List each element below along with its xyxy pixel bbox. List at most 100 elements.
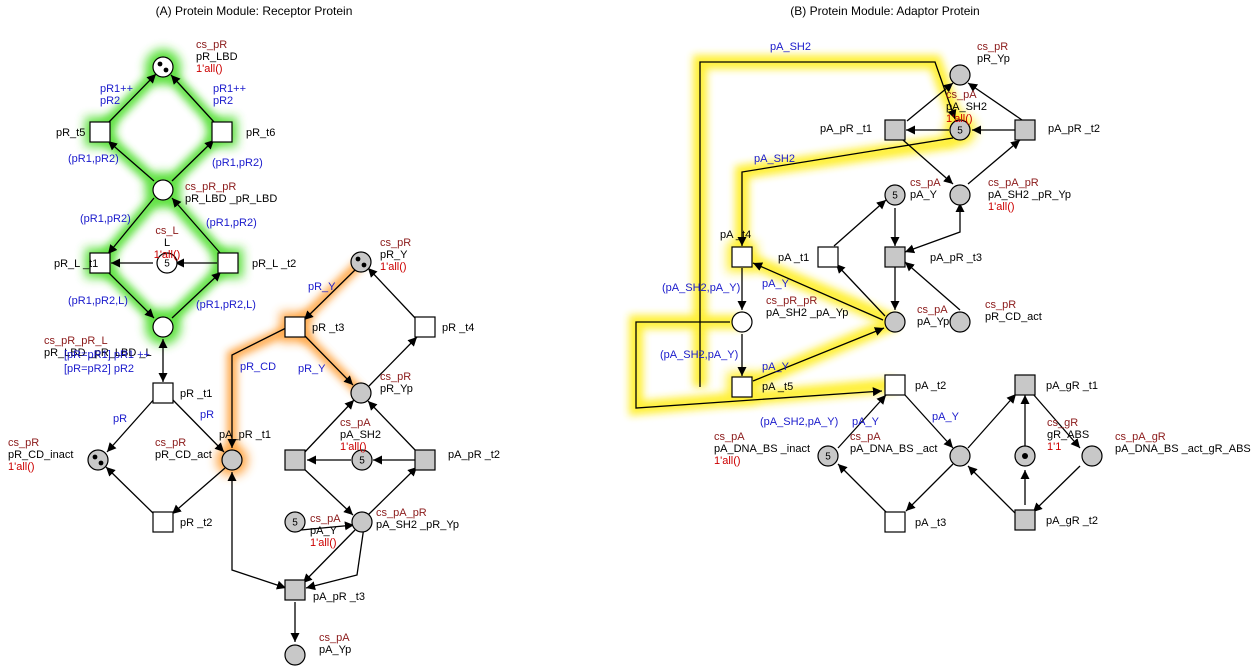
place-pA_SH2_pR_Yp[interactable]: [351, 511, 373, 533]
transition-pR_t6[interactable]: [211, 121, 233, 143]
inscription-pA-Y: pA_Y: [852, 416, 880, 428]
transition-pR_t3[interactable]: [284, 316, 306, 338]
transition-name-label: pR _t4: [442, 322, 474, 334]
place-B_pA_DNA_BS_act[interactable]: [949, 445, 971, 467]
colorset-label: cs_pR: [985, 299, 1016, 311]
transition-B_pA_t5[interactable]: [731, 376, 753, 398]
place-pR_CD_act[interactable]: [221, 449, 243, 471]
transition-pR_t5[interactable]: [89, 121, 111, 143]
transition-pR_L_t1[interactable]: [89, 252, 111, 274]
inscription-pR1-pR2: (pR1,pR2): [68, 153, 119, 165]
place-pR_LBD_pR_LBD[interactable]: [152, 179, 174, 201]
token-count: 5: [825, 452, 831, 463]
transition-name-label: pR_t6: [246, 127, 275, 139]
transition-B_pA_gR_t2[interactable]: [1014, 509, 1036, 531]
place-name-label: pR_LBD: [196, 51, 238, 63]
transition-B_pA_pR_t3[interactable]: [884, 246, 906, 268]
place-name-label: pA_SH2 _pR_Yp: [376, 519, 459, 531]
inscription-pA-Y: pA_Y: [762, 278, 790, 290]
place-B_pA_Y[interactable]: [884, 184, 906, 206]
inscription-pA-SH2-pA-Y: (pA_SH2,pA_Y): [760, 416, 838, 428]
initial-marking-label: 1'1: [1047, 441, 1061, 453]
transition-pR_L_t2[interactable]: [217, 252, 239, 274]
place-pR_CD_inact[interactable]: [87, 449, 109, 471]
initial-marking-label: 1'all(): [310, 537, 337, 549]
transition-name-label: pR_L _t2: [252, 258, 296, 270]
transition-pA_pR_t1[interactable]: [284, 449, 306, 471]
transition-B_pA_t3[interactable]: [884, 511, 906, 533]
place-pR_LBD[interactable]: [152, 56, 174, 78]
inscription-pR2: pR2: [100, 95, 120, 107]
colorset-label: cs_pA: [946, 89, 977, 101]
initial-marking-label: 1'all(): [988, 201, 1015, 213]
token-dot: [157, 61, 163, 67]
panel-a-title: (A) Protein Module: Receptor Protein: [156, 4, 353, 18]
colorset-label: cs_pA_gR: [1115, 431, 1166, 443]
place-pR_LBD_pR_LBD_L[interactable]: [152, 316, 174, 338]
transition-name-label: pA _t2: [915, 380, 946, 392]
panel-b-title: (B) Protein Module: Adaptor Protein: [790, 4, 979, 18]
transition-name-label: pA_pR _t1: [820, 123, 872, 135]
transition-pA_pR_t3[interactable]: [284, 579, 306, 601]
transition-B_pA_gR_t1[interactable]: [1014, 374, 1036, 396]
place-B_pA_SH2_pR_Yp[interactable]: [949, 184, 971, 206]
place-name-label: pA_DNA_BS _inact: [714, 443, 810, 455]
transition-name-label: pA _t1: [778, 252, 809, 264]
transition-B_pA_pR_t1[interactable]: [884, 119, 906, 141]
token-dot: [1022, 453, 1028, 459]
transition-B_pA_t4[interactable]: [731, 246, 753, 268]
colorset-label: cs_pR_pR_L: [44, 335, 108, 347]
place-B_pA_DNA_BS_act_gR_ABS[interactable]: [1081, 445, 1103, 467]
inscription-pR1-pR2: (pR1,pR2): [80, 213, 131, 225]
place-name-label: pA_Y: [310, 525, 338, 537]
transition-name-label: pA _t4: [720, 229, 751, 241]
place-pR_Yp[interactable]: [350, 382, 372, 404]
transition-name-label: pA _t5: [762, 381, 793, 393]
colorset-label: cs_pA: [910, 177, 941, 189]
place-B_pR_CD_act[interactable]: [949, 311, 971, 333]
transition-name-label: pA_gR _t1: [1046, 380, 1098, 392]
transition-name-label: pA_pR _t2: [448, 449, 500, 461]
place-name-label: gR_ABS: [1047, 429, 1089, 441]
transition-pA_pR_t2[interactable]: [414, 449, 436, 471]
place-B_pA_Yp[interactable]: [884, 311, 906, 333]
place-B_pR_Yp[interactable]: [949, 64, 971, 86]
place-L[interactable]: [156, 252, 178, 274]
colorset-label: cs_pA: [319, 632, 350, 644]
place-name-label: pA_Yp: [319, 644, 351, 656]
place-name-label: pA_SH2: [946, 101, 987, 113]
place-B_pA_SH2_pA_Yp[interactable]: [731, 311, 753, 333]
place-name-label: pR_LBD _pR_LBD _L: [44, 347, 152, 359]
place-pA_Yp[interactable]: [284, 644, 306, 666]
place-pA_Y[interactable]: [284, 511, 306, 533]
initial-marking-label: 1'all(): [714, 455, 741, 467]
transition-pR_t2[interactable]: [152, 511, 174, 533]
transition-name-label: pA_pR _t1: [219, 429, 271, 441]
token-dot: [98, 460, 104, 466]
transition-B_pA_t2[interactable]: [884, 374, 906, 396]
colorset-label: cs_pA_pR: [988, 177, 1039, 189]
inscription-pR-CD: pR_CD: [240, 361, 276, 373]
place-B_pA_SH2[interactable]: [949, 119, 971, 141]
place-B_pA_DNA_BS_inact[interactable]: [817, 445, 839, 467]
colorset-label: cs_pR: [155, 437, 186, 449]
transition-pR_t4[interactable]: [414, 316, 436, 338]
colorset-label: cs_pA: [310, 513, 341, 525]
inscription-pR: pR: [113, 413, 127, 425]
colorset-label: cs_gR: [1047, 417, 1078, 429]
place-pR_Y[interactable]: [350, 251, 372, 273]
transition-B_pA_pR_t2[interactable]: [1014, 119, 1036, 141]
place-name-label: pR_CD_inact: [8, 449, 73, 461]
colorset-label: cs_pR: [977, 41, 1008, 53]
transition-name-label: pR _t2: [180, 517, 212, 529]
transition-pR_t1[interactable]: [152, 382, 174, 404]
token-dot: [355, 256, 361, 262]
place-name-label: pR_Y: [380, 249, 408, 261]
place-name-label: pA_DNA_BS _act_gR_ABS: [1115, 443, 1251, 455]
transition-B_pA_t1[interactable]: [817, 246, 839, 268]
place-name-label: L: [164, 237, 170, 249]
place-pA_SH2[interactable]: [351, 449, 373, 471]
initial-marking-label: 1'all(): [8, 461, 35, 473]
place-name-label: pR_Yp: [380, 383, 413, 395]
initial-marking-label: 1'all(): [154, 249, 181, 261]
